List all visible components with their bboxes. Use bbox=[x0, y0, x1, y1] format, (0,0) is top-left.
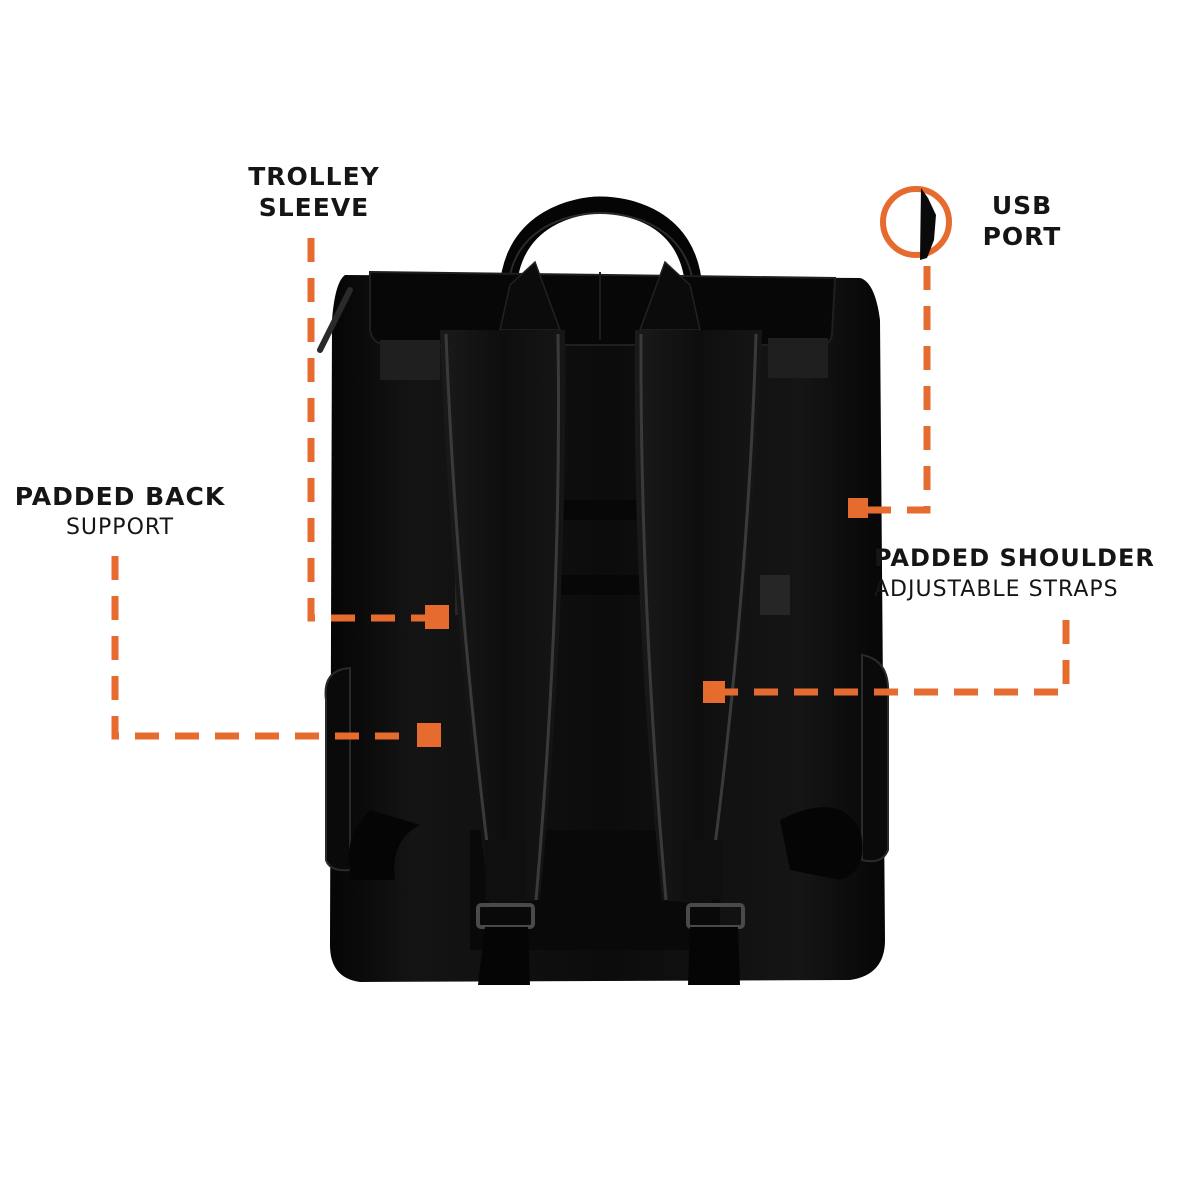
leather-flap bbox=[369, 270, 837, 346]
padded-back-subtitle: SUPPORT bbox=[65, 515, 175, 540]
padded-shoulder-marker bbox=[703, 681, 725, 703]
trolley-sleeve-connector bbox=[307, 238, 425, 622]
right-shoulder-strap bbox=[634, 330, 762, 905]
padded-shoulder-connector bbox=[725, 620, 1070, 696]
trolley-sleeve-title: TROLLEY bbox=[248, 162, 380, 191]
padded-back-marker bbox=[417, 723, 441, 747]
usb-port-title: USB bbox=[991, 191, 1053, 220]
usb-port-inset bbox=[880, 186, 952, 260]
padded-back-label: PADDED BACK SUPPORT bbox=[0, 481, 240, 543]
left-pocket bbox=[324, 666, 351, 872]
padded-shoulder-title: PADDED SHOULDER bbox=[874, 544, 1155, 572]
usb-port-label: USB PORT bbox=[962, 190, 1082, 252]
trolley-sleeve-marker bbox=[425, 605, 449, 629]
padded-shoulder-subtitle: ADJUSTABLE STRAPS bbox=[874, 577, 1119, 602]
usb-port-subtitle: PORT bbox=[982, 222, 1062, 251]
usb-port-marker bbox=[848, 498, 868, 518]
callout-connectors bbox=[111, 238, 1070, 740]
left-shoulder-strap bbox=[440, 330, 566, 905]
padded-back-connector bbox=[111, 556, 415, 740]
padded-back-title: PADDED BACK bbox=[14, 482, 226, 511]
top-handle bbox=[499, 196, 703, 299]
usb-port-connector bbox=[868, 266, 931, 514]
padded-shoulder-label: PADDED SHOULDER ADJUSTABLE STRAPS bbox=[874, 543, 1200, 605]
trolley-sleeve-label: TROLLEY SLEEVE bbox=[226, 161, 402, 223]
right-pocket bbox=[861, 653, 890, 863]
trolley-sleeve-subtitle: SLEEVE bbox=[258, 193, 370, 222]
